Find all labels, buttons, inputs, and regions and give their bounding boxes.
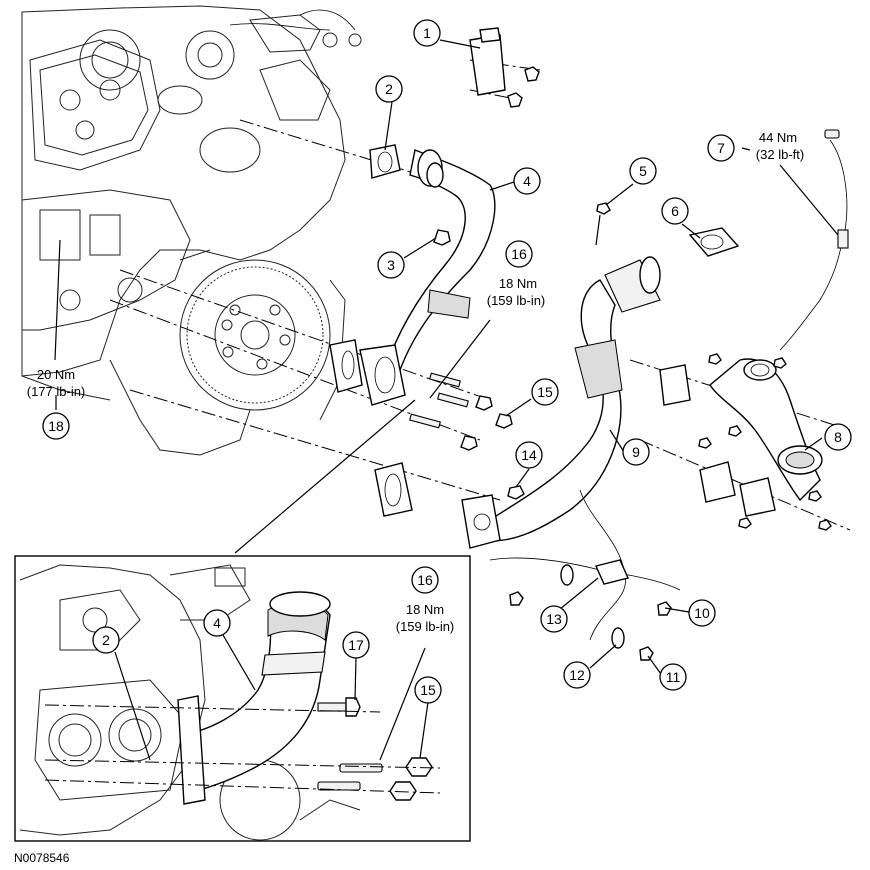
callout-13: 13 [540, 605, 568, 633]
right-exhaust-assembly-item-8 [659, 353, 832, 531]
callout-10-label: 10 [694, 605, 710, 621]
callout-9: 9 [622, 438, 650, 466]
callout-10: 10 [688, 599, 716, 627]
inset-stud-upper [339, 763, 383, 773]
inset-callout-4-label: 4 [213, 615, 221, 631]
callout-16: 16 [505, 240, 533, 268]
callout-7-label: 7 [717, 140, 725, 156]
callout-11-label: 11 [666, 669, 681, 685]
torque-16-imperial: (159 lb-in) [487, 293, 546, 308]
inset-callout-4: 4 [203, 609, 231, 637]
callout-15-label: 15 [537, 384, 553, 400]
callout-2-label: 2 [385, 81, 393, 97]
callout-4: 4 [513, 167, 541, 195]
bolt-item-5 [595, 202, 611, 246]
torque-7-metric: 44 Nm [759, 130, 797, 145]
callout-12: 12 [563, 661, 591, 689]
torque-16-metric: 18 Nm [499, 276, 537, 291]
inset-callout-16-label: 16 [417, 572, 433, 588]
callout-3-label: 3 [387, 257, 395, 273]
inset-downpipe [177, 591, 331, 805]
torque-18-metric: 20 Nm [37, 367, 75, 382]
inset-callout-2: 2 [92, 626, 120, 654]
leader-lines [54, 39, 839, 675]
hanger-assembly [489, 489, 681, 661]
inset-callout-17-label: 17 [348, 637, 364, 653]
callout-1: 1 [413, 19, 441, 47]
callout-6: 6 [661, 197, 689, 225]
inset-callout-15-label: 15 [420, 682, 436, 698]
inset-torque-spec-item-16: 18 Nm (159 lb-in) [396, 602, 455, 634]
torque-spec-item-18: 20 Nm (177 lb-in) [27, 367, 86, 399]
callout-18-label: 18 [48, 418, 64, 434]
flange-studs [409, 372, 513, 451]
bracket-item-1 [469, 27, 540, 108]
callout-13-label: 13 [546, 611, 562, 627]
callout-18: 18 [42, 412, 70, 440]
oxygen-sensor-item-7 [779, 129, 849, 351]
torque-7-imperial: (32 lb-ft) [756, 147, 804, 162]
callout-8: 8 [824, 423, 852, 451]
callout-12-label: 12 [569, 667, 585, 683]
callout-1-label: 1 [423, 25, 431, 41]
bolt-item-14 [507, 485, 525, 500]
callout-8-label: 8 [834, 429, 842, 445]
callout-15: 15 [531, 378, 559, 406]
inset-cylinder-head-illustration [19, 564, 361, 841]
inset-callout-2-label: 2 [102, 632, 110, 648]
callout-14-label: 14 [521, 447, 537, 463]
inset-detail-view: 2 4 15 16 17 18 Nm (159 lb-in) [14, 555, 471, 842]
callout-14: 14 [515, 441, 543, 469]
callout-2: 2 [375, 75, 403, 103]
callout-11: 11 [659, 663, 687, 691]
callout-5: 5 [629, 157, 657, 185]
torque-spec-item-16: 18 Nm (159 lb-in) [487, 276, 546, 308]
callout-7: 7 [707, 134, 735, 162]
inset-callout-16: 16 [411, 566, 439, 594]
gasket-item-6 [688, 227, 740, 257]
callout-4-label: 4 [523, 173, 531, 189]
crossover-pipe-item-9 [374, 256, 661, 549]
nut-item-3 [433, 229, 451, 246]
callout-9-label: 9 [632, 444, 640, 460]
figure-id: N0078546 [14, 851, 70, 865]
inset-torque-16-metric: 18 Nm [406, 602, 444, 617]
inset-callout-17: 17 [342, 631, 370, 659]
torque-spec-item-7: 44 Nm (32 lb-ft) [756, 130, 804, 162]
downpipe-flange [329, 339, 406, 406]
engine-block-illustration [21, 5, 362, 456]
callout-3: 3 [377, 251, 405, 279]
torque-18-imperial: (177 lb-in) [27, 384, 86, 399]
callout-16-label: 16 [511, 246, 527, 262]
inset-callout-15: 15 [414, 676, 442, 704]
callout-6-label: 6 [671, 203, 679, 219]
alignment-lines [109, 59, 851, 531]
inset-torque-16-imperial: (159 lb-in) [396, 619, 455, 634]
gasket-item-2 [369, 144, 401, 179]
callout-5-label: 5 [639, 163, 647, 179]
